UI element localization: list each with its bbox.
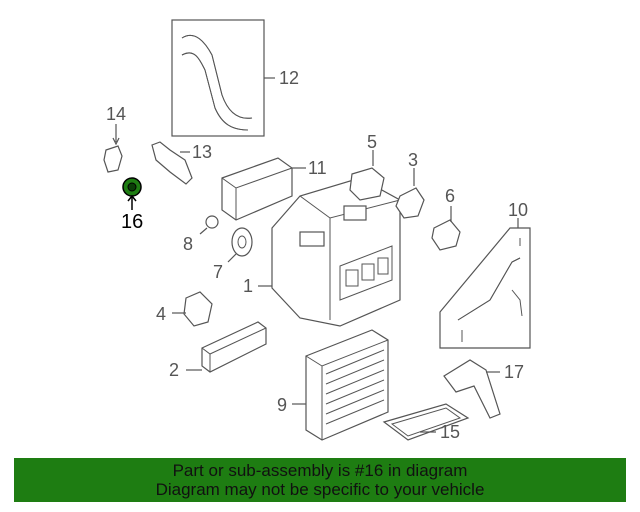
part-9-evaporator	[292, 329, 389, 441]
notice-banner: Part or sub-assembly is #16 in diagram D…	[14, 458, 626, 502]
part-7-motor	[227, 227, 253, 263]
callout-5: 5	[367, 132, 377, 152]
callout-16: 16	[121, 211, 143, 233]
callout-15: 15	[440, 422, 460, 442]
part-16-grommet	[122, 177, 142, 210]
callout-13: 13	[192, 142, 212, 162]
callout-17: 17	[504, 362, 524, 382]
part-11-filter	[221, 157, 306, 221]
part-15-tray	[382, 403, 470, 441]
part-1-hvac-housing	[258, 177, 401, 327]
callout-1: 1	[243, 276, 253, 296]
part-13-bracket	[151, 141, 193, 185]
callout-3: 3	[408, 150, 418, 170]
banner-line-2: Diagram may not be specific to your vehi…	[155, 480, 485, 499]
part-3-actuator	[395, 168, 425, 219]
part-6-actuator	[431, 206, 461, 251]
callout-11: 11	[308, 158, 327, 178]
part-10-duct	[439, 218, 531, 349]
part-17-bracket	[443, 359, 501, 419]
part-14-clip	[103, 124, 123, 173]
callout-7: 7	[213, 262, 223, 282]
callout-9: 9	[277, 395, 287, 415]
callout-8: 8	[183, 234, 193, 254]
callout-4: 4	[156, 304, 166, 324]
callout-10: 10	[508, 200, 528, 220]
part-4-sensor	[172, 291, 213, 327]
callout-6: 6	[445, 186, 455, 206]
callout-2: 2	[169, 360, 179, 380]
part-12-heater-pipes	[171, 19, 275, 137]
part-8-nut	[199, 215, 219, 235]
banner-line-1: Part or sub-assembly is #16 in diagram	[172, 461, 468, 480]
callout-12: 12	[279, 68, 299, 88]
callout-14: 14	[106, 104, 126, 124]
part-5-actuator	[349, 150, 385, 201]
part-2-heater-core	[186, 321, 267, 373]
